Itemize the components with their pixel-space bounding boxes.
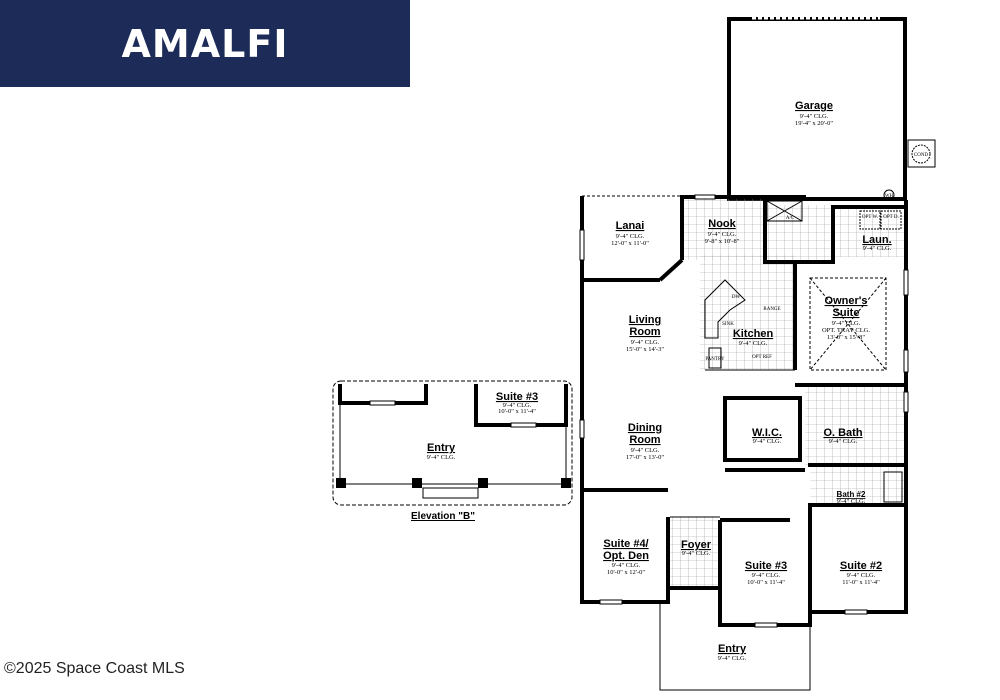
owner-bath-ceiling: 9'-4" CLG. — [829, 438, 858, 445]
kitchen-name: Kitchen — [733, 328, 774, 340]
suite-3-ceiling: 9'-4" CLG. — [752, 572, 781, 579]
bath-2-name: Bath #2 — [837, 490, 866, 499]
kitchen-ceiling: 9'-4" CLG. — [739, 340, 768, 347]
living-room-name-1: Living — [629, 314, 661, 326]
elev-entry-name: Entry — [427, 442, 456, 454]
range-label: RANGE — [763, 307, 780, 312]
entry-ceiling: 9'-4" CLG. — [718, 655, 747, 662]
opt-ref-label: OPT REF — [752, 355, 772, 360]
owner-bath-name: O. Bath — [823, 427, 862, 439]
owners-suite-name-2: Suite — [833, 307, 860, 319]
dining-room-ceiling: 9'-4" CLG. — [631, 447, 660, 454]
garage: COND WH Garage 9'-4" CLG. 19'-4" x 20'-0… — [727, 16, 936, 201]
room-owner-bath: O. Bath 9'-4" CLG. — [823, 427, 862, 445]
elev-suite-3-name: Suite #3 — [496, 391, 538, 403]
suite-4-ceiling: 9'-4" CLG. — [612, 562, 641, 569]
suite-4-size: 10'-0" x 12'-0" — [607, 569, 645, 576]
suite-3-size: 10'-0" x 11'-4" — [747, 579, 785, 586]
suite-2-name: Suite #2 — [840, 560, 882, 572]
dining-room-name-2: Room — [629, 434, 660, 446]
room-suite-4: Suite #4/ Opt. Den 9'-4" CLG. 10'-0" x 1… — [603, 538, 649, 576]
suite-2-size: 11'-0" x 11'-4" — [842, 579, 880, 586]
wic-ceiling: 9'-4" CLG. — [753, 438, 782, 445]
laundry-ceiling: 9'-4" CLG. — [863, 245, 892, 252]
sink-label: SINK — [722, 322, 734, 327]
room-laundry: OPT W. OPT D. Laun. 9'-4" CLG. — [859, 210, 902, 252]
dining-room-size: 17'-0" x 13'-0" — [626, 454, 664, 461]
suite-3-name: Suite #3 — [745, 560, 787, 572]
elev-suite-3-ceiling: 9'-4" CLG. — [503, 402, 532, 409]
house-walls — [579, 194, 909, 691]
dishwasher-label: DW — [732, 295, 741, 300]
lanai-name: Lanai — [616, 220, 645, 232]
bath-2-ceiling: 9'-4" CLG. — [837, 498, 866, 505]
plan-title: AMALFI — [121, 21, 289, 66]
room-nook: Nook 9'-4" CLG. 9'-8" x 10'-8" — [705, 218, 740, 245]
laundry-name: Laun. — [862, 234, 891, 246]
garage-name: Garage — [795, 100, 833, 112]
room-suite-2: Suite #2 9'-4" CLG. 11'-0" x 11'-4" — [840, 560, 882, 586]
owners-suite-tray: OPT. TRAY CLG. — [822, 327, 870, 334]
room-living-room: Living Room 9'-4" CLG. 15'-0" x 14'-3" — [626, 314, 664, 353]
room-suite-3: Suite #3 9'-4" CLG. 10'-0" x 11'-4" — [745, 560, 787, 586]
room-entry: Entry 9'-4" CLG. — [718, 643, 747, 662]
room-owners-suite: Owner's Suite 9'-4" CLG. OPT. TRAY CLG. … — [822, 295, 870, 341]
elevation-b-inset: Suite #3 9'-4" CLG. 10'-0" x 11'-4" Entr… — [332, 380, 573, 522]
suite-4-name-2: Opt. Den — [603, 550, 649, 562]
owners-suite-ceiling: 9'-4" CLG. — [832, 320, 861, 327]
elevation-b-label: Elevation "B" — [411, 511, 475, 522]
title-banner: AMALFI — [0, 0, 410, 87]
foyer-ceiling: 9'-4" CLG. — [682, 550, 711, 557]
copyright-text: ©2025 Space Coast MLS — [4, 660, 185, 677]
lanai-size: 12'-0" x 11'-0" — [611, 240, 649, 247]
opt-dryer-label: OPT D. — [883, 215, 898, 220]
room-wic: W.I.C. 9'-4" CLG. — [752, 427, 782, 445]
lanai-ceiling: 9'-4" CLG. — [616, 233, 645, 240]
living-room-size: 15'-0" x 14'-3" — [626, 346, 664, 353]
elev-entry-ceiling: 9'-4" CLG. — [427, 454, 456, 461]
foyer-name: Foyer — [681, 539, 712, 551]
owners-suite-name-1: Owner's — [825, 295, 868, 307]
pantry-label: PANTRY — [705, 357, 725, 362]
cond-label: COND — [914, 153, 929, 158]
room-dining-room: Dining Room 9'-4" CLG. 17'-0" x 13'-0" — [626, 422, 664, 461]
ac-closet: A/C — [766, 200, 803, 222]
entry-name: Entry — [718, 643, 747, 655]
ac-label: A/C — [786, 216, 795, 221]
water-heater-label: WH — [885, 194, 894, 199]
nook-size: 9'-8" x 10'-8" — [705, 238, 740, 245]
dining-room-name-1: Dining — [628, 422, 662, 434]
room-foyer: Foyer 9'-4" CLG. — [681, 539, 712, 557]
opt-washer-label: OPT W. — [862, 215, 878, 220]
garage-ceiling: 9'-4" CLG. — [800, 113, 829, 120]
room-kitchen: DW SINK RANGE PANTRY OPT REF Kitchen 9'-… — [704, 279, 781, 369]
living-room-name-2: Room — [629, 326, 660, 338]
nook-ceiling: 9'-4" CLG. — [708, 231, 737, 238]
living-room-ceiling: 9'-4" CLG. — [631, 339, 660, 346]
owners-suite-size: 13'-0" x 15'-8" — [827, 334, 865, 341]
nook-name: Nook — [708, 218, 736, 230]
room-bath-2: Bath #2 9'-4" CLG. — [837, 471, 903, 505]
room-lanai: Lanai 9'-4" CLG. 12'-0" x 11'-0" — [611, 220, 649, 247]
garage-size: 19'-4" x 20'-0" — [795, 120, 833, 127]
suite-4-name-1: Suite #4/ — [603, 538, 648, 550]
suite-2-ceiling: 9'-4" CLG. — [847, 572, 876, 579]
elev-suite-3-size: 10'-0" x 11'-4" — [498, 408, 536, 415]
wic-name: W.I.C. — [752, 427, 782, 439]
